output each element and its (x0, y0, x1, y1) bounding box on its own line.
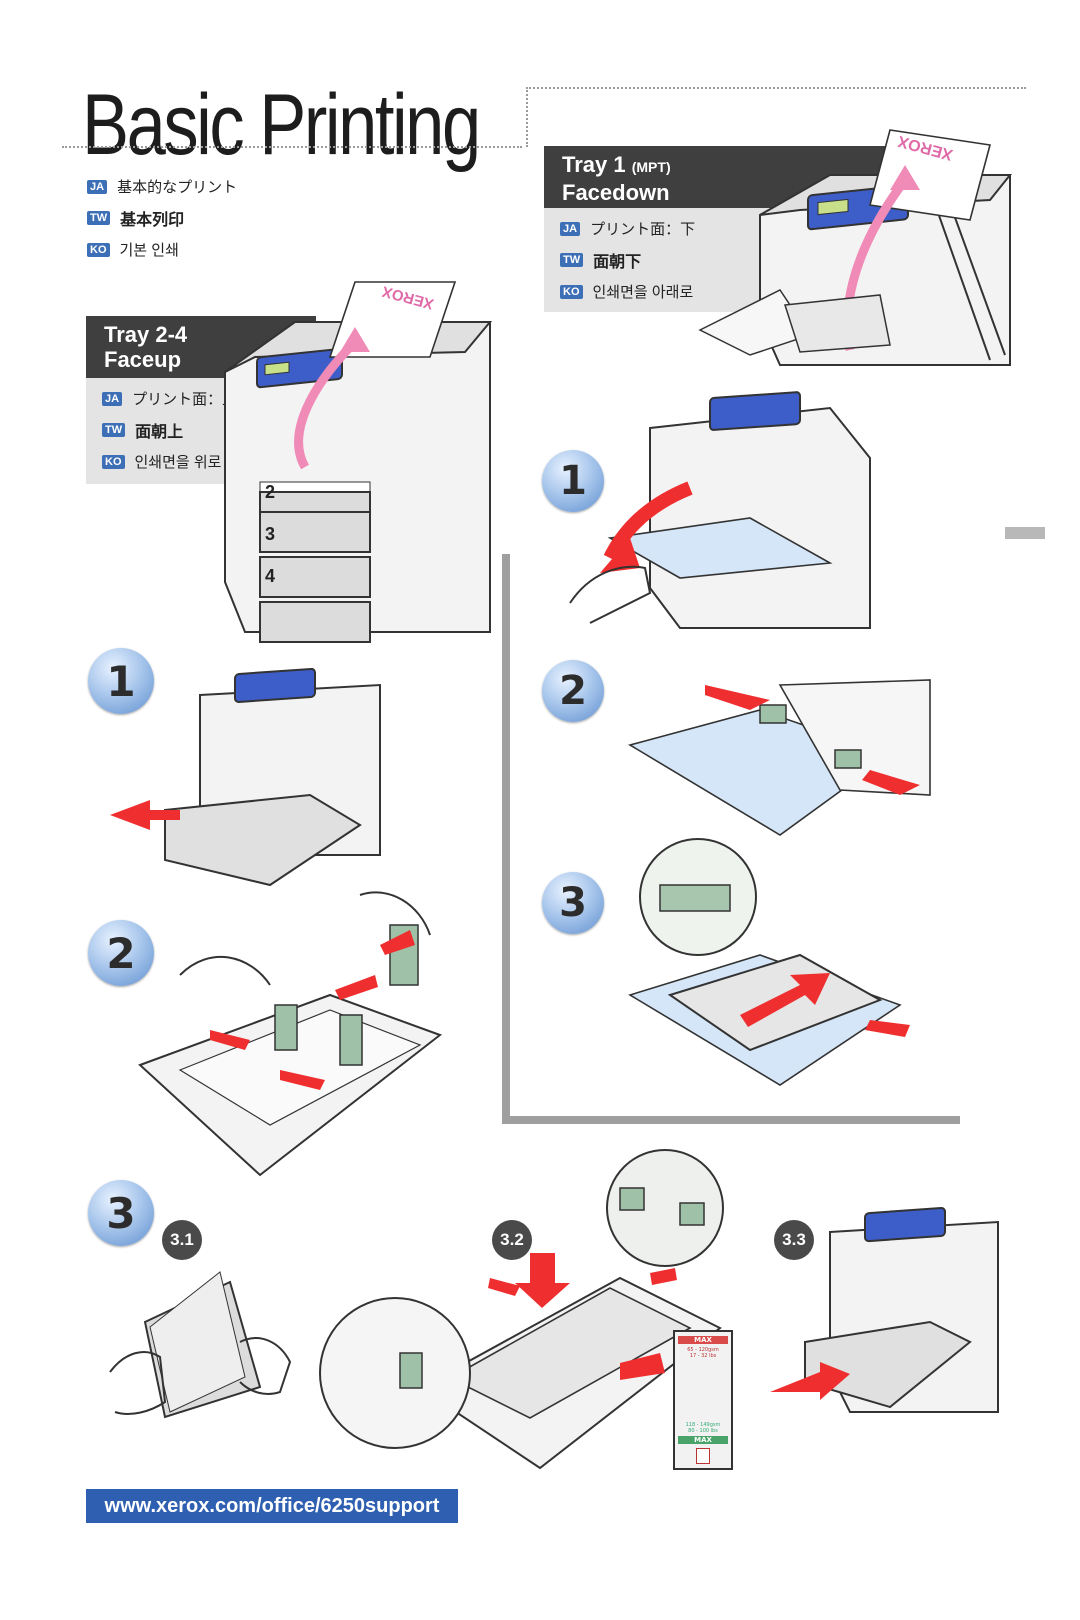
substep-3-2-badge: 3.2 (492, 1220, 532, 1260)
printer-tray1-illustration: XEROX (698, 129, 1013, 366)
paper-icon (696, 1448, 710, 1464)
tray24-open-illustration (110, 667, 381, 887)
title-divider (526, 87, 528, 147)
range2-label: 118 - 149gsm (685, 1422, 721, 1428)
tray1-load-illustration (628, 838, 910, 1086)
tray24-step-1-badge: 1 (88, 648, 154, 714)
max-marker-top: MAX (678, 1336, 728, 1344)
drawer-number-2: 2 (265, 482, 275, 502)
drawer-number-4: 4 (265, 566, 275, 586)
tray24-adjust-guides-illustration (138, 891, 443, 1177)
tray24-step-2-badge: 2 (88, 920, 154, 986)
fan-paper-illustration (109, 1271, 292, 1419)
page-title: Basic Printing (82, 77, 481, 173)
tray1-bracket-vertical (502, 554, 510, 1124)
support-url-link[interactable]: www.xerox.com/office/6250support (86, 1489, 458, 1523)
tray1-open-illustration (569, 391, 871, 629)
insert-tray-illustration (770, 1207, 999, 1413)
load-paper-tray-illustration (319, 1149, 724, 1470)
tray24-step-3-badge: 3 (88, 1180, 154, 1246)
paper-capacity-label: MAX 65 - 120gsm 17 - 32 lbs 118 - 149gsm… (673, 1330, 733, 1470)
printer-tray24-illustration: XEROX 2 3 4 (224, 281, 493, 643)
title-underline (62, 146, 522, 148)
tray1-step-3-badge: 3 (542, 872, 604, 934)
range1-label: 65 - 120gsm (687, 1347, 719, 1353)
tray1-step-2-badge: 2 (542, 660, 604, 722)
title-overline (526, 87, 1026, 89)
substep-3-1-badge: 3.1 (162, 1220, 202, 1260)
tray1-guides-illustration (627, 679, 931, 836)
tray1-step-1-badge: 1 (542, 450, 604, 512)
max-marker-bottom: MAX (678, 1436, 728, 1444)
range1-lb-label: 17 - 32 lbs (689, 1353, 717, 1359)
substep-3-3-badge: 3.3 (774, 1220, 814, 1260)
page-tab-marker (1005, 527, 1045, 539)
tray1-bracket-horizontal (502, 1116, 960, 1124)
range2-lb-label: 80 - 100 lbs (688, 1428, 718, 1434)
drawer-number-3: 3 (265, 524, 275, 544)
